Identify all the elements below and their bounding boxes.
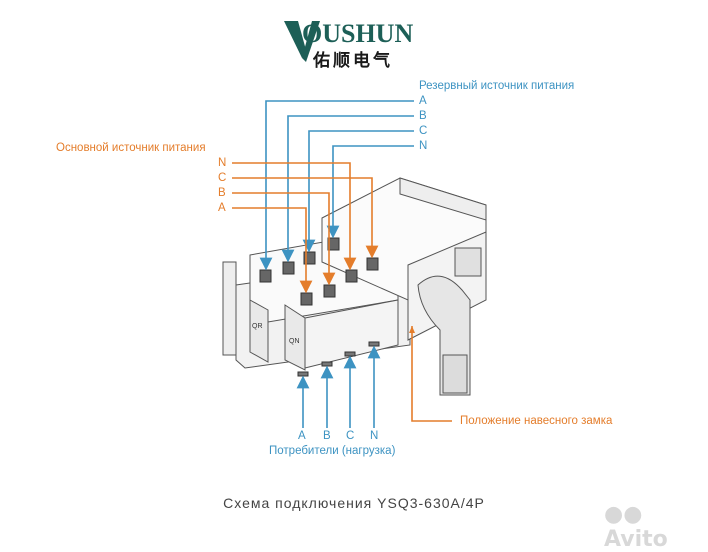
main-phase-a: A: [218, 202, 226, 214]
brand-logo-text: OUSHUN: [302, 19, 414, 48]
brand-logo-mark: [284, 21, 320, 62]
main-phase-n: N: [218, 157, 227, 169]
wiring-diagram: QR QN: [222, 100, 487, 428]
brand-logo-chinese: 佑顺电气: [313, 51, 393, 70]
load-phase-b: B: [323, 430, 331, 442]
load-phase-c: C: [346, 430, 355, 442]
switch-body: [222, 177, 487, 396]
main-phase-c: C: [218, 172, 227, 184]
reserve-title: Резервный источник питания: [419, 80, 575, 92]
reserve-phase-n: N: [419, 140, 428, 152]
load-phase-a: A: [298, 430, 306, 442]
reserve-phase-a: A: [419, 95, 427, 107]
main-title: Основной источник питания: [56, 142, 206, 154]
lock-wire: [411, 326, 452, 422]
lock-label: Положение навесного замка: [460, 415, 613, 427]
svg-text:QN: QN: [289, 338, 300, 345]
reserve-phase-b: B: [419, 110, 427, 122]
svg-text:QR: QR: [252, 323, 263, 330]
main-wires: [232, 162, 379, 294]
main-phase-b: B: [218, 187, 226, 199]
reserve-wires: [259, 100, 414, 271]
diagram-caption: Схема подключения YSQ3-630A/4P: [223, 495, 485, 511]
reserve-phase-c: C: [419, 125, 428, 137]
load-phase-n: N: [370, 430, 379, 442]
load-wires: [296, 345, 381, 428]
avito-watermark: ●● Avito: [604, 502, 668, 552]
load-title: Потребители (нагрузка): [269, 445, 396, 457]
